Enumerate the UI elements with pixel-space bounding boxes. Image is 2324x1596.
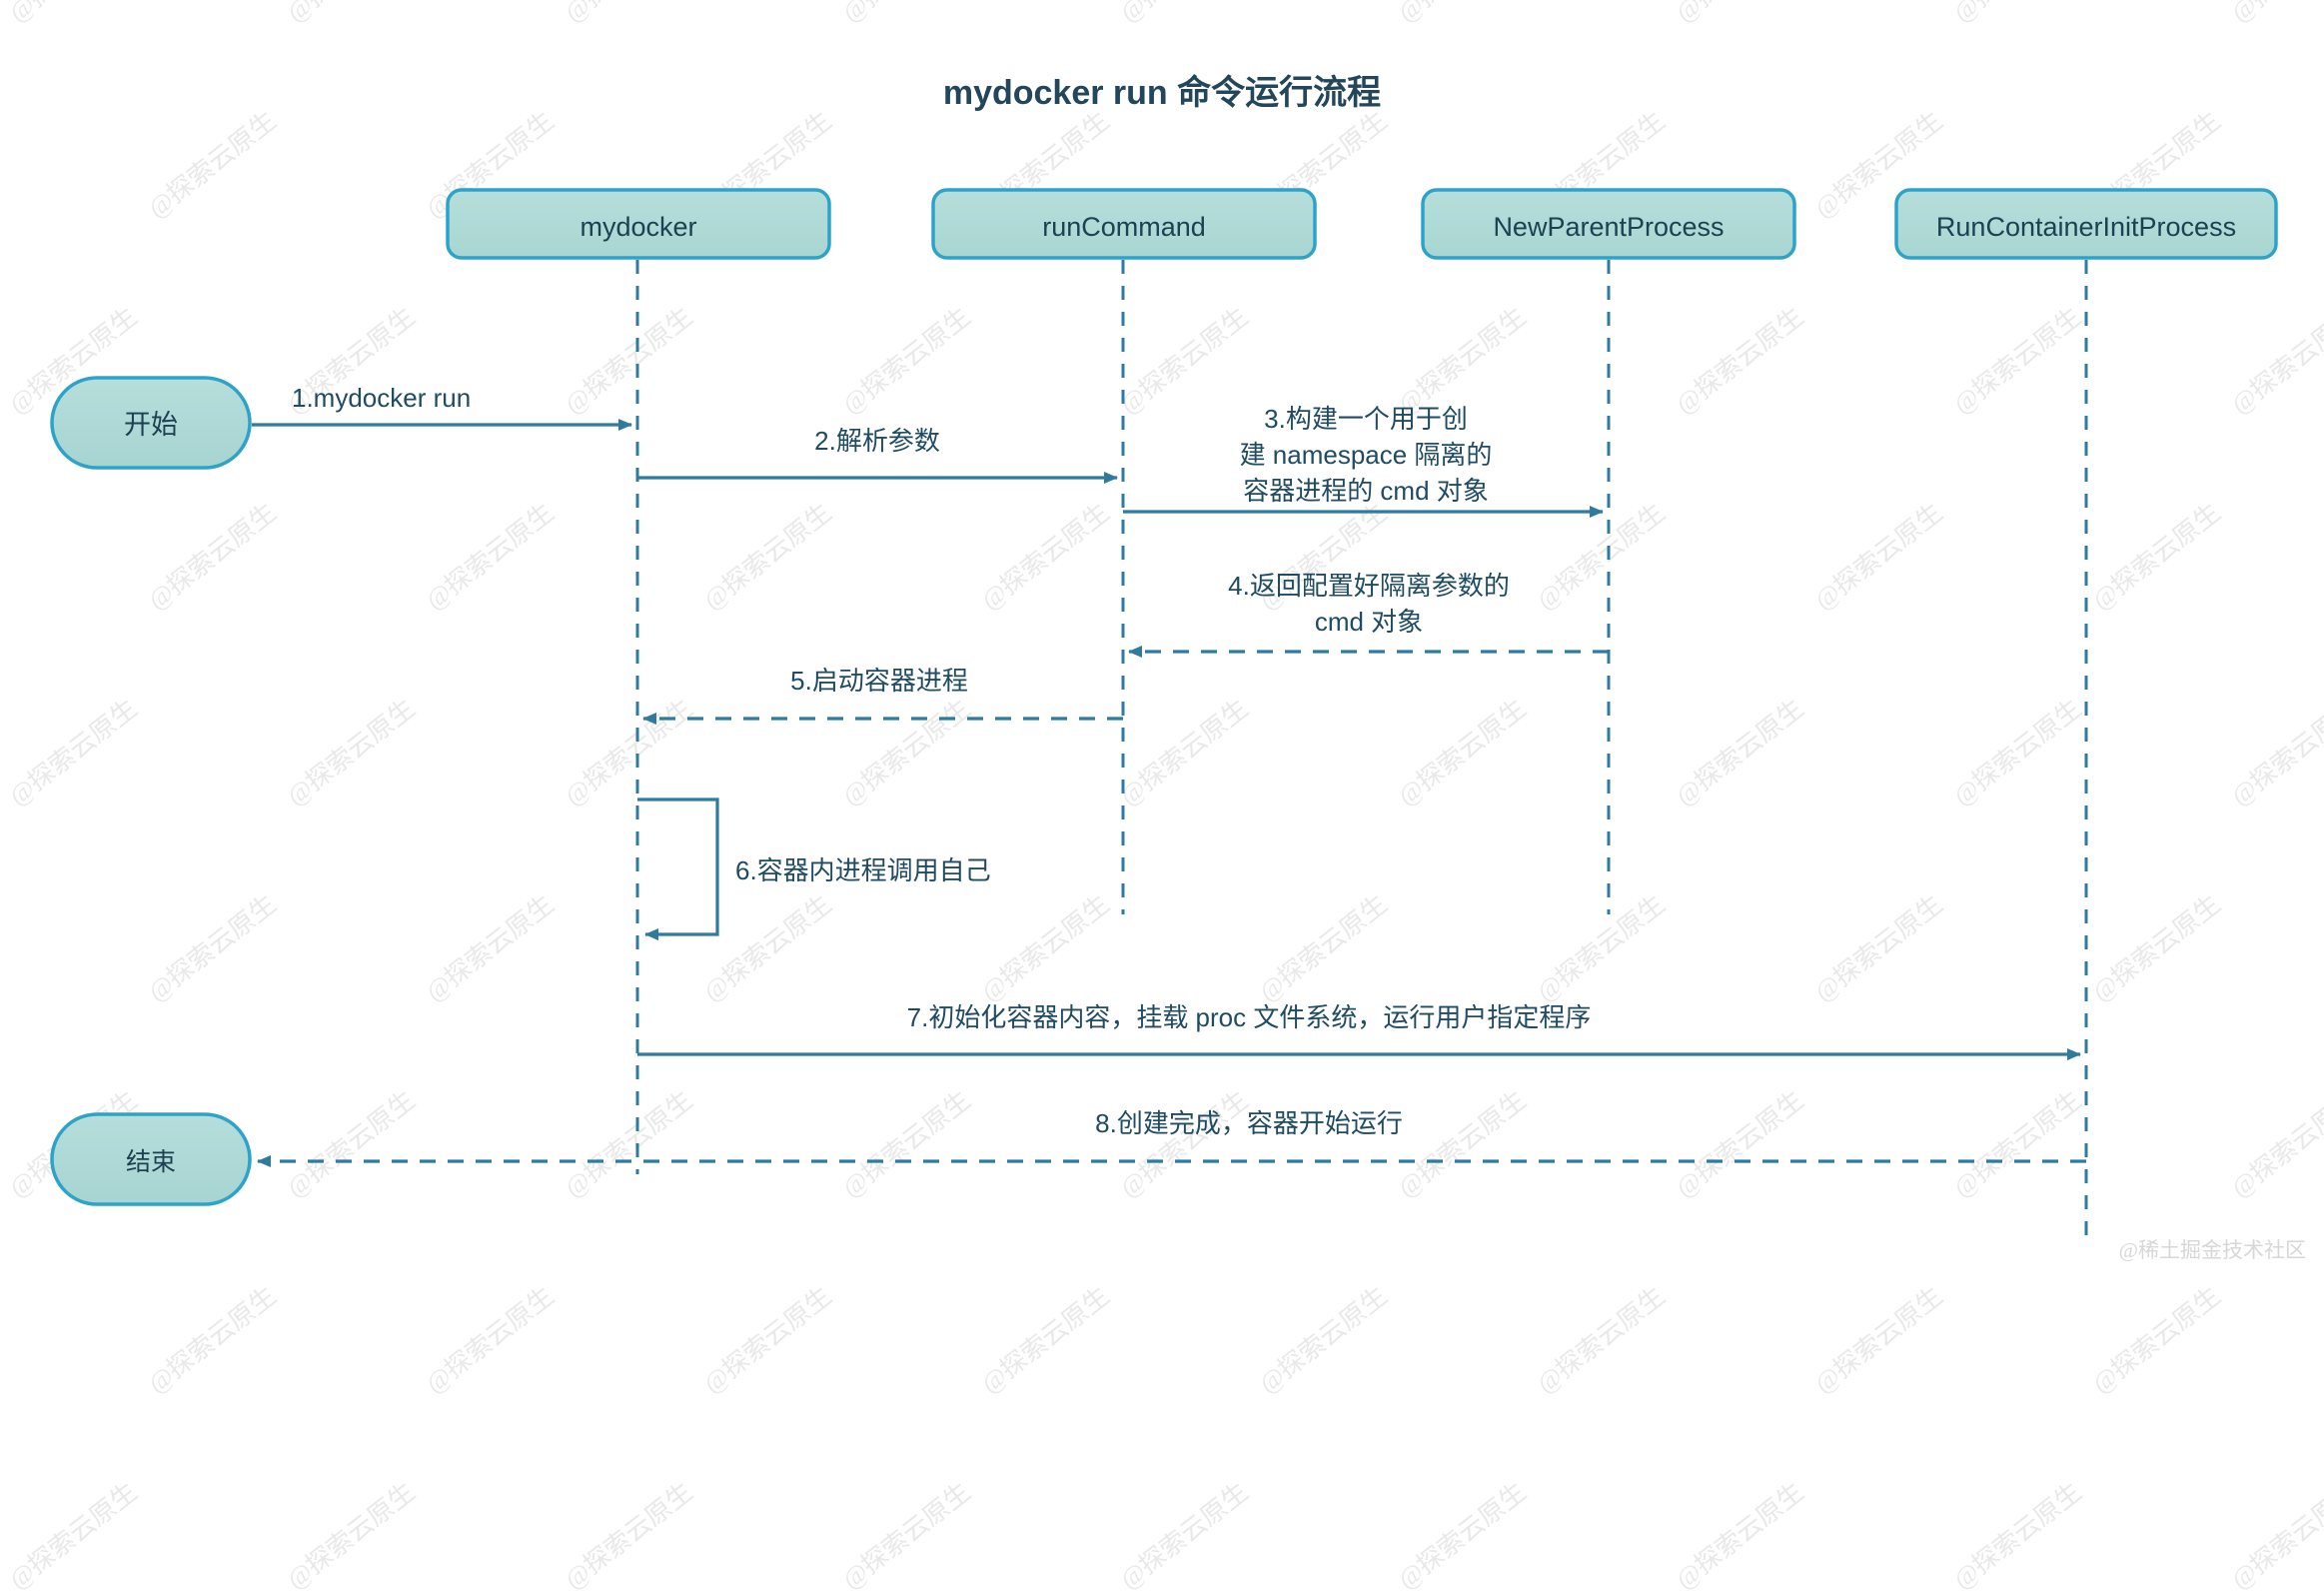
watermark-text: @探索云原生 (1670, 1476, 1809, 1595)
terminator-start[interactable]: 开始 (50, 376, 252, 470)
message-5[interactable]: 5.启动容器进程 (642, 666, 1123, 725)
message-label: 6.容器内进程调用自己 (735, 855, 991, 885)
watermark-text: @探索云原生 (420, 1280, 560, 1399)
participant-box[interactable] (1894, 188, 2278, 260)
watermark-text: @探索云原生 (1253, 1280, 1393, 1399)
self-message-arrow[interactable] (637, 798, 719, 940)
message-label-line: 3.构建一个用于创 (1264, 404, 1468, 434)
watermark-text: @探索云原生 (1392, 1476, 1532, 1595)
message-label-line: cmd 对象 (1315, 607, 1423, 637)
message-label-line: 4.返回配置好隔离参数的 (1228, 571, 1510, 601)
participant-runCommand[interactable]: runCommand (931, 188, 1317, 260)
participant-label: NewParentProcess (1493, 212, 1724, 242)
watermark-text: @探索云原生 (142, 1280, 282, 1399)
watermark-text: @探索云原生 (3, 1476, 143, 1595)
participant-box[interactable] (931, 188, 1317, 260)
watermark-text: @探索云原生 (2086, 1280, 2226, 1399)
watermark-text: @探索云原生 (1114, 1476, 1254, 1595)
message-3[interactable]: 3.构建一个用于创 建 namespace 隔离的 容器进程的 cmd 对象 (1123, 404, 1604, 518)
message-4[interactable]: 4.返回配置好隔离参数的 cmd 对象 (1128, 571, 1609, 658)
message-1[interactable]: 1.mydocker run (252, 383, 632, 431)
message-2[interactable]: 2.解析参数 (637, 426, 1118, 484)
participant-mydocker[interactable]: mydocker (446, 188, 831, 260)
watermark-text: @探索云原生 (697, 1280, 837, 1399)
participant-box[interactable] (1421, 188, 1796, 260)
message-label: 8.创建完成，容器开始运行 (1095, 1108, 1403, 1138)
message-6[interactable]: 6.容器内进程调用自己 (637, 798, 991, 940)
watermark-text: @探索云原生 (1947, 1476, 2087, 1595)
lifelines (635, 260, 2088, 1244)
watermark-text: @探索云原生 (836, 1476, 976, 1595)
page-title: mydocker run 命令运行流程 (943, 73, 1381, 112)
watermark-text: @探索云原生 (1808, 1280, 1948, 1399)
participant-label: RunContainerInitProcess (1936, 212, 2236, 242)
sequence-diagram: mydocker run 命令运行流程 mydocker runCommand … (50, 73, 2278, 1244)
watermark-text: @探索云原生 (559, 1476, 698, 1595)
message-label-line: 容器进程的 cmd 对象 (1243, 476, 1489, 506)
start-node-shape[interactable] (50, 376, 252, 470)
watermark-text: @探索云原生 (281, 1476, 421, 1595)
end-node-label: 结束 (126, 1148, 176, 1176)
participant-runContainerInitProcess[interactable]: RunContainerInitProcess (1894, 188, 2278, 260)
message-label: 7.初始化容器内容，挂载 proc 文件系统，运行用户指定程序 (907, 1002, 1592, 1032)
watermark-text: @探索云原生 (1531, 1280, 1671, 1399)
message-label: 1.mydocker run (292, 383, 471, 413)
end-node-shape[interactable] (50, 1112, 252, 1206)
message-label: 2.解析参数 (814, 426, 940, 456)
message-label: 5.启动容器进程 (790, 666, 968, 696)
watermark-text: @探索云原生 (975, 1280, 1115, 1399)
message-label-line: 建 namespace 隔离的 (1240, 440, 1493, 470)
participant-label: mydocker (580, 212, 696, 242)
start-node-label: 开始 (124, 410, 178, 440)
watermark-text: @探索云原生 (0, 1280, 4, 1399)
watermark-text: @探索云原生 (2225, 1476, 2324, 1595)
participant-newParentProcess[interactable]: NewParentProcess (1421, 188, 1796, 260)
message-7[interactable]: 7.初始化容器内容，挂载 proc 文件系统，运行用户指定程序 (637, 1002, 2081, 1060)
participant-label: runCommand (1042, 212, 1206, 242)
message-8[interactable]: 8.创建完成，容器开始运行 (257, 1108, 2086, 1167)
terminator-end[interactable]: 结束 (50, 1112, 252, 1206)
credit-watermark: @稀土掘金技术社区 (2118, 1238, 2306, 1262)
participant-box[interactable] (446, 188, 831, 260)
